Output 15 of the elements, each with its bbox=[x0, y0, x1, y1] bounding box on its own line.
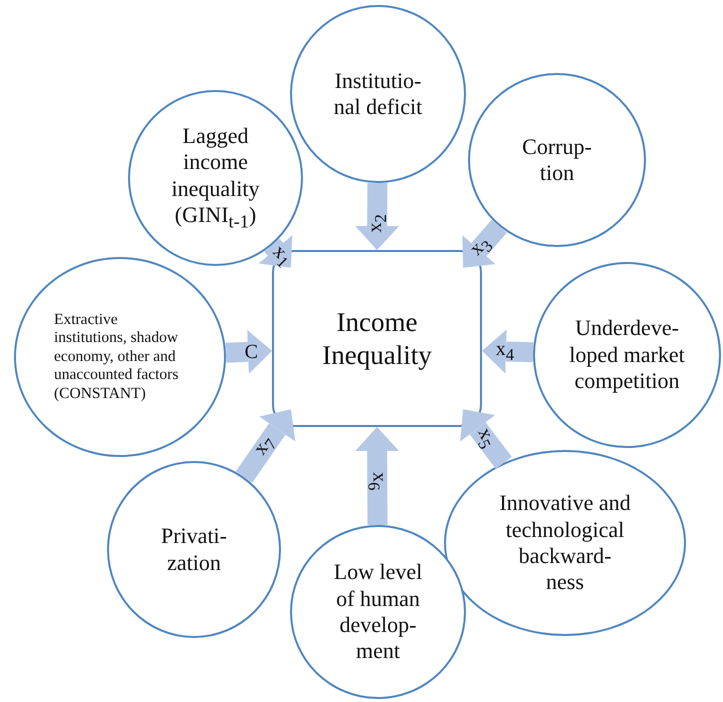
node-text: Innovative and technological backward- ness bbox=[499, 490, 631, 596]
node-text: Privati- zation bbox=[160, 523, 228, 576]
node-text: Underdeve- loped market competition bbox=[569, 315, 685, 395]
node-text: Extractive institutions, shadow economy, other and unaccounted factors (CONSTANT) bbox=[54, 310, 180, 404]
node-text: Income Inequality bbox=[321, 306, 433, 371]
node-text: Corrup- tion bbox=[521, 134, 593, 186]
block-arrow bbox=[355, 182, 400, 250]
block-arrow bbox=[226, 330, 272, 374]
edge-label: C bbox=[244, 342, 258, 362]
block-arrow bbox=[355, 426, 400, 526]
block-arrow bbox=[482, 330, 534, 374]
node-text: Institutio- nal deficit bbox=[332, 68, 424, 120]
edge-label: x$_{4}$ bbox=[496, 339, 514, 364]
node-text: Lagged income inequality (GINI$_{t-1}$) bbox=[170, 122, 260, 234]
node-text: Low level of human develop- ment bbox=[332, 559, 424, 665]
